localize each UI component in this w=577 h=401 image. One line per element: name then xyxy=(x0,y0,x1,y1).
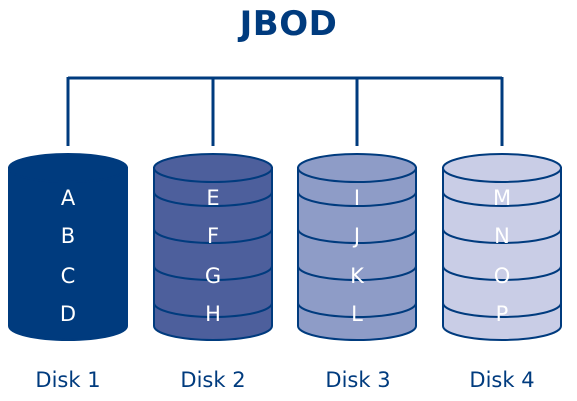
disk-top xyxy=(8,153,128,183)
connector-lines xyxy=(66,76,504,146)
segment-separator xyxy=(153,265,273,281)
segment-separator xyxy=(153,191,273,207)
disk-label-2: Disk 2 xyxy=(180,368,246,392)
block-label: B xyxy=(61,224,75,248)
disk-top xyxy=(442,153,562,183)
block-label: J xyxy=(352,224,360,248)
segment-separator xyxy=(297,302,417,318)
block-label: K xyxy=(350,264,365,288)
disk-label-3: Disk 3 xyxy=(325,368,391,392)
disk-body xyxy=(297,167,417,341)
disk-body xyxy=(442,167,562,341)
disk-top xyxy=(153,153,273,183)
segment-separator xyxy=(297,191,417,207)
block-label: A xyxy=(61,186,76,210)
segment-separator xyxy=(442,302,562,318)
block-label: H xyxy=(205,302,221,326)
diagram-title: JBOD xyxy=(239,4,338,44)
block-label: O xyxy=(494,264,511,288)
block-label: D xyxy=(60,302,76,326)
segment-separator xyxy=(442,265,562,281)
segment-separator xyxy=(297,265,417,281)
disk-top xyxy=(297,153,417,183)
segment-separator xyxy=(442,228,562,244)
segment-separator xyxy=(153,228,273,244)
block-label: N xyxy=(494,224,510,248)
block-label: I xyxy=(354,186,360,210)
disk-body xyxy=(8,167,128,341)
block-label: E xyxy=(206,186,219,210)
disk-body xyxy=(153,167,273,341)
disk-label-4: Disk 4 xyxy=(469,368,535,392)
block-label: P xyxy=(496,302,509,326)
segment-separator xyxy=(153,302,273,318)
disk-label-1: Disk 1 xyxy=(35,368,101,392)
block-label: M xyxy=(493,186,511,210)
segment-separator xyxy=(442,191,562,207)
block-label: C xyxy=(61,264,76,288)
block-label: L xyxy=(351,302,363,326)
block-label: F xyxy=(207,224,219,248)
segment-separator xyxy=(297,228,417,244)
block-label: G xyxy=(205,264,221,288)
